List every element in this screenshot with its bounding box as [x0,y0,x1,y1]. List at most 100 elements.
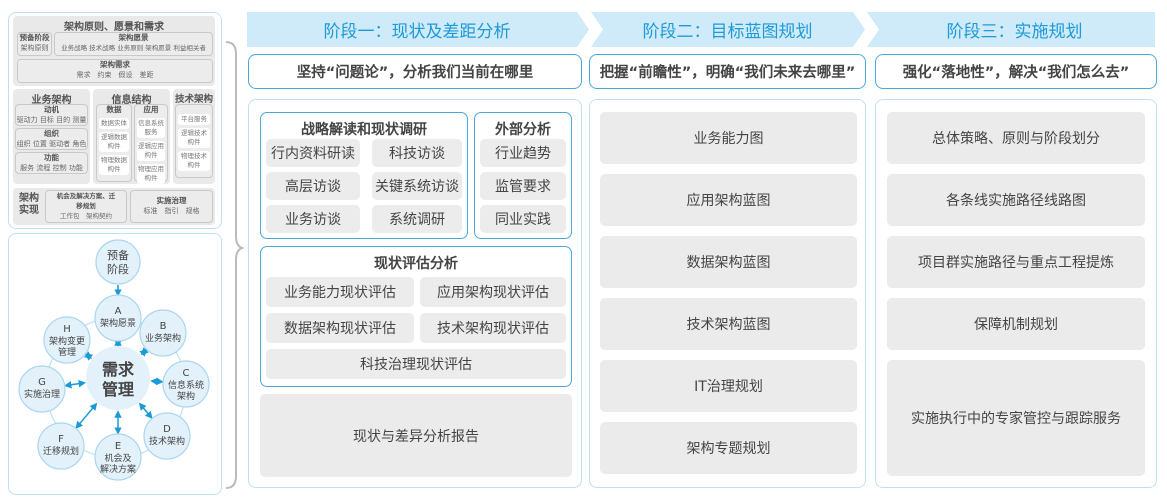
vision-box: 架构愿景业务战略 技术战略 业务原则 架构愿景 利益相关者 [54,32,213,56]
bracket [225,41,244,489]
requirements-items: 需求 约束 假设 差距 [76,71,154,79]
strategy-item: 行内资料研读 [266,139,360,167]
external-item: 监管要求 [480,172,566,200]
assessment-item: 科技治理现状评估 [266,349,566,379]
phase-circle [94,433,142,481]
requirements-title: 架构需求 [100,60,130,69]
bidirectional-arrow [75,402,98,429]
implementation-item: 项目群实施路径与重点工程提炼 [887,236,1145,288]
prelim-title: 预备阶段 [19,33,50,42]
implementation-item: 各条线实施路径线路图 [887,174,1145,226]
phase-label: 管理 [58,346,76,358]
gap-report: 现状与差异分析报告 [260,394,572,477]
stage3-arrow [867,12,1155,47]
box-items: 标准 指引 规格 [143,207,200,215]
box-item: 平台服务 [178,114,210,125]
assessment-item: 数据架构现状评估 [266,313,414,343]
tech-box: 平台服务逻辑技术构件物理技术构件 [175,104,213,178]
phase-label: 架构 [177,390,195,402]
box-items: 驱动力 目标 目的 测量 [16,116,87,124]
blueprint-item: 架构专题规划 [600,422,857,474]
box-title: 动机 [44,105,59,114]
phase-label: 业务架构 [145,332,181,344]
external-box: 外部分析 [474,112,572,239]
blueprint-item: IT治理规划 [600,360,857,412]
phase-letter: E [115,441,121,452]
phase-circle [94,294,142,342]
external-item: 行业趋势 [480,139,566,167]
phase-circle [162,360,210,408]
center-label: 需求 [102,360,135,379]
stage3-panel [875,99,1157,488]
tech-title: 技术架构 [174,94,213,105]
phase-circle [139,309,187,357]
phase-circle [18,365,66,413]
opportunity-box: 机会及解决方案、迁移规划工作包 架构契约 [45,190,127,223]
assessment-item: 业务能力现状评估 [266,277,414,307]
principles-title: 架构原则、愿景和需求 [64,22,164,33]
prelim-label: 预备 [107,248,129,262]
phase-circle [143,412,191,460]
phase-label: 解决方案 [100,463,136,475]
implementation-item: 实施执行中的专家管控与跟踪服务 [887,360,1145,476]
phase-label: 架构愿景 [100,317,136,329]
info-title: 信息结构 [111,95,152,106]
strategy-box: 战略解读和现状调研 [260,112,468,239]
strategy-title: 战略解读和现状调研 [301,122,427,138]
stage1-slogan: 坚持“问题论”，分析我们当前在哪里 [248,54,582,89]
phase-label: 机会及 [104,452,131,464]
box-item: 逻辑应用构件 [137,141,165,161]
blueprint-item: 应用架构蓝图 [600,174,857,226]
box-title: 组织 [44,129,59,138]
strategy-item: 关键系统访谈 [372,172,462,200]
requirements-management-circle [86,346,150,410]
box-item: 逻辑数据构件 [99,132,129,152]
box-items: 服务 流程 控制 功能 [20,164,83,172]
business-box: 组织组织 位置 驱动者 角色 [15,128,88,150]
phase-letter: H [63,324,71,335]
stage-banner-arrows [247,12,1155,47]
stage1-title: 阶段一：现状及差距分析 [323,22,511,42]
phase-label: 技术架构 [149,435,185,447]
phase-label: 信息系统 [168,379,204,391]
phase-letter: F [58,434,64,445]
requirements-box: 架构需求需求 约束 假设 差距 [17,59,213,83]
assessment-title: 现状评估分析 [374,256,458,272]
strategy-item: 业务访谈 [266,205,360,233]
box-item: 逻辑技术构件 [178,128,210,148]
stage1-panel [248,99,582,488]
prelim-box: 预备阶段架构原则 [17,32,52,56]
box-items: 组织 位置 驱动者 角色 [16,140,87,148]
blueprint-item: 业务能力图 [600,112,857,164]
prelim-items: 架构原则 [20,44,49,52]
bidirectional-arrow [83,351,94,361]
strategy-item: 高层访谈 [266,172,360,200]
stage2-slogan: 把握“前瞻性”，明确“我们未来去哪里” [589,54,866,89]
governance-box: 实施治理标准 指引 规格 [130,190,213,223]
stage2-panel [589,99,866,488]
prelim-label: 阶段 [107,262,129,276]
bidirectional-arrow [138,402,153,420]
preliminary-phase-circle [95,239,141,285]
external-title: 外部分析 [495,122,551,138]
box-title: 数据 [106,105,122,114]
stage3-title: 阶段三：实施规划 [946,22,1083,42]
phase-letter: C [183,368,190,379]
phase-letter: G [38,377,46,388]
implementation-item: 总体策略、原则与阶段划分 [887,112,1145,164]
phase-letter: D [163,424,171,435]
blueprint-item: 技术架构蓝图 [600,298,857,350]
stage1-arrow [247,12,589,47]
assessment-item: 应用架构现状评估 [420,277,566,307]
box-title: 应用 [143,105,159,114]
business-box: 功能服务 流程 控制 功能 [15,152,88,174]
phase-circle [37,422,85,470]
strategy-item: 系统调研 [372,205,462,233]
phase-circle [43,316,91,364]
data-box: 数据 数据实体逻辑数据构件物理数据构件 [96,104,132,182]
assessment-box: 现状评估分析 [260,246,572,387]
implementation-item: 保障机制规划 [887,298,1145,350]
box-item: 信息系统服务 [137,118,165,138]
business-title: 业务架构 [31,95,72,106]
